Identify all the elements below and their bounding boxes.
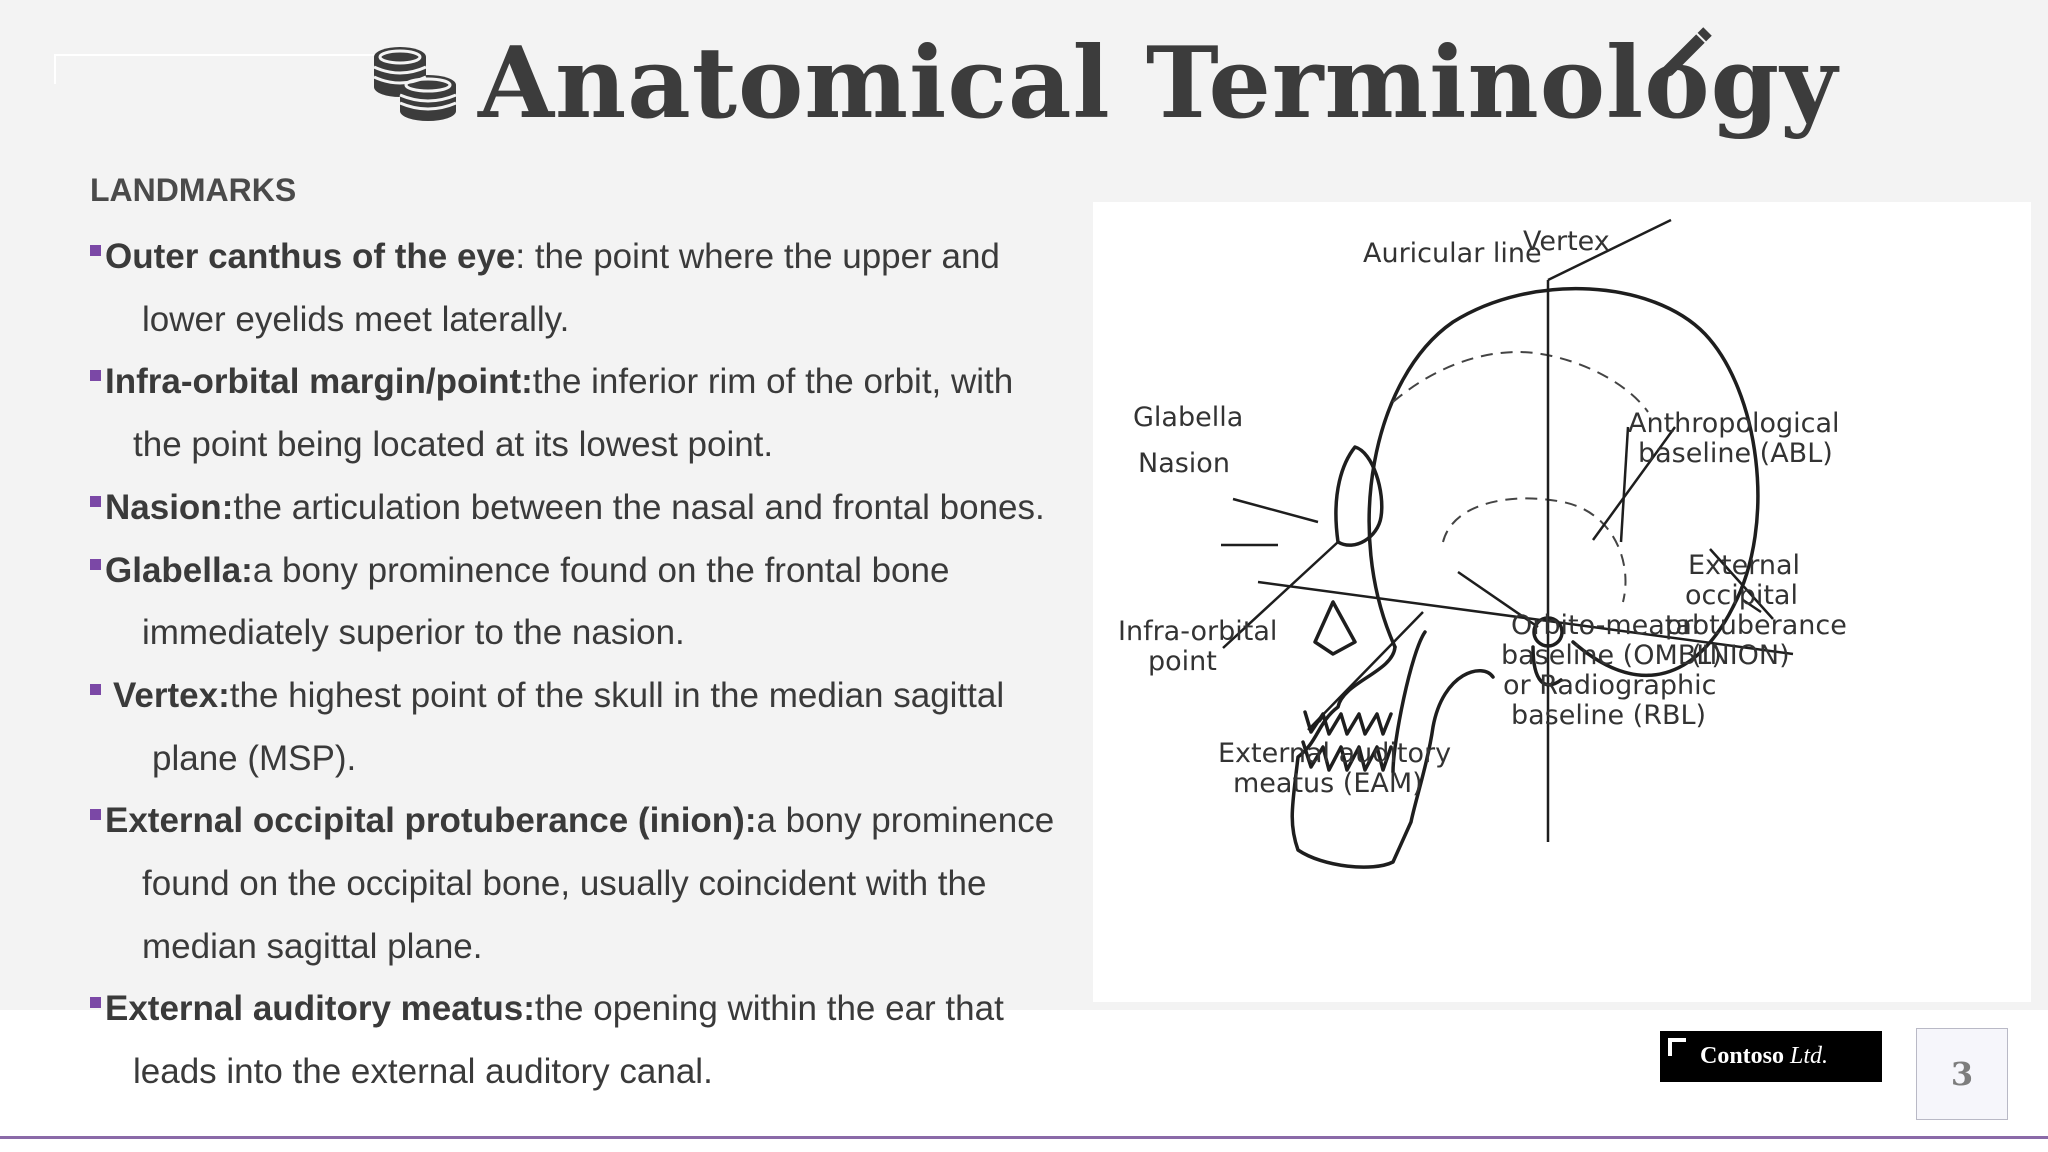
cranium-outline (1367, 286, 1760, 678)
bottom-rule (0, 1136, 2048, 1139)
face-outline (1290, 645, 1495, 869)
label-inion-line2: occipital (1685, 580, 1798, 611)
bullet-text: a bony prominence found on the frontal b… (252, 550, 950, 590)
label-ombl-line4: baseline (RBL) (1511, 700, 1706, 731)
label-infra-orbital-line1: Infra-orbital (1118, 616, 1277, 647)
bullet-item-eam: External auditory meatus: the opening wi… (90, 978, 1080, 1103)
bullet-continuation: plane (MSP). (152, 738, 357, 778)
abl-arrow (1591, 426, 1677, 541)
bullet-item-nasion: Nasion: the articulation between the nas… (90, 477, 1080, 540)
bullet-list: Outer canthus of the eye: the point wher… (90, 226, 1080, 1104)
eam-pointer (1318, 716, 1324, 723)
logo-suffix: Ltd. (1790, 1043, 1829, 1069)
label-inion-line3: protuberance (1665, 610, 1847, 641)
orbit (1334, 445, 1384, 547)
label-nasion: Nasion (1138, 448, 1230, 479)
logo-name: Contoso (1700, 1043, 1785, 1069)
bullet-marker (90, 245, 101, 256)
bullet-term: External auditory meatus: (105, 989, 535, 1029)
bullet-item-inion: External occipital protuberance (inion):… (90, 790, 1080, 978)
inion-pointer (1742, 598, 1762, 614)
bullet-continuation: leads into the external auditory canal. (133, 1052, 713, 1092)
bullet-item-infra-orbital: Infra-orbital margin/point: the inferior… (90, 351, 1080, 476)
temporal-line (1442, 497, 1627, 603)
label-infra-orbital-line2: point (1148, 646, 1217, 677)
abl-pointer (1619, 426, 1630, 543)
eam-arrow (1307, 611, 1424, 731)
label-auricular-line: Auricular line (1363, 238, 1542, 269)
bullet-text: the opening within the ear that (534, 989, 1004, 1029)
bullet-item-glabella: Glabella: a bony prominence found on the… (90, 540, 1080, 665)
bullet-item-outer-canthus: Outer canthus of the eye: the point wher… (90, 226, 1080, 351)
cranial-suture (1392, 350, 1649, 413)
bullet-continuation: median sagittal plane. (142, 926, 483, 966)
label-ombl-line2: baseline (OMBL) (1501, 640, 1722, 671)
label-abl-line2: baseline (ABL) (1638, 438, 1833, 469)
decorative-frame (54, 54, 394, 84)
mandible-ramus (1391, 630, 1427, 774)
bullet-text: the inferior rim of the orbit, with (532, 362, 1014, 402)
bullet-term: Outer canthus of the eye (105, 237, 516, 276)
coins-icon (373, 47, 457, 121)
label-glabella: Glabella (1133, 402, 1243, 433)
skull-diagram: Auricular line Vertex Glabella Nasion An… (1093, 202, 2031, 1002)
bullet-continuation: immediately superior to the nasion. (142, 613, 685, 653)
bullet-term: Vertex: (113, 675, 230, 715)
page-title: Anatomical Terminology (478, 25, 1839, 141)
logo-corner-mark (1668, 1038, 1686, 1056)
company-logo: Contoso Ltd. (1660, 1031, 1882, 1082)
bullet-continuation: found on the occipital bone, usually coi… (142, 864, 987, 904)
label-eam-line2: meatus (EAM) (1233, 768, 1423, 799)
glabella-pointer (1232, 497, 1319, 524)
bullet-text: a bony prominence (756, 801, 1055, 841)
page-number: 3 (1916, 1028, 2008, 1120)
bullet-marker (90, 370, 101, 382)
ombl-arrow (1457, 570, 1539, 629)
bullet-continuation: the point being located at its lowest po… (133, 425, 774, 465)
bullet-term: Glabella: (105, 550, 253, 590)
label-inion-line4: (INION) (1691, 640, 1790, 671)
label-eam-line1: External auditory (1218, 738, 1451, 769)
bullet-marker (90, 558, 101, 570)
label-abl-line1: Anthropological (1628, 408, 1840, 439)
bullet-marker (90, 997, 101, 1009)
bullet-marker (90, 809, 101, 821)
bullet-marker (90, 495, 101, 507)
section-heading: LANDMARKS (90, 172, 297, 208)
bullet-text: the highest point of the skull in the me… (229, 675, 1005, 715)
mandible-lower-teeth (1301, 740, 1393, 772)
label-inion-line1: External (1688, 550, 1800, 581)
label-ombl-line3: or Radiographic (1503, 670, 1716, 701)
bullet-term: Nasion: (105, 487, 234, 527)
label-vertex: Vertex (1523, 226, 1610, 257)
bullet-continuation: lower eyelids meet laterally. (142, 299, 570, 339)
label-ombl-line1: Orbito-meatal (1511, 610, 1699, 641)
bullet-item-vertex: Vertex: the highest point of the skull i… (90, 665, 1080, 790)
bullet-term: Infra-orbital margin/point: (105, 362, 533, 402)
vertex-pointer (1547, 218, 1672, 282)
skull-illustration: Auricular line Vertex Glabella Nasion An… (1118, 218, 1847, 869)
nasal-cavity (1313, 600, 1357, 656)
mastoid (1531, 645, 1563, 687)
bullet-marker (90, 683, 101, 695)
bullet-text: the articulation between the nasal and f… (233, 487, 1045, 527)
infra-orbital-pointer (1222, 541, 1339, 649)
inion-arrow (1709, 548, 1774, 620)
pencil-icon (1659, 27, 1712, 80)
bullet-term: External occipital protuberance (inion): (105, 801, 757, 841)
bullet-text: : the point where the upper and (515, 237, 1000, 276)
title-row: Anatomical Terminology (370, 18, 1838, 148)
